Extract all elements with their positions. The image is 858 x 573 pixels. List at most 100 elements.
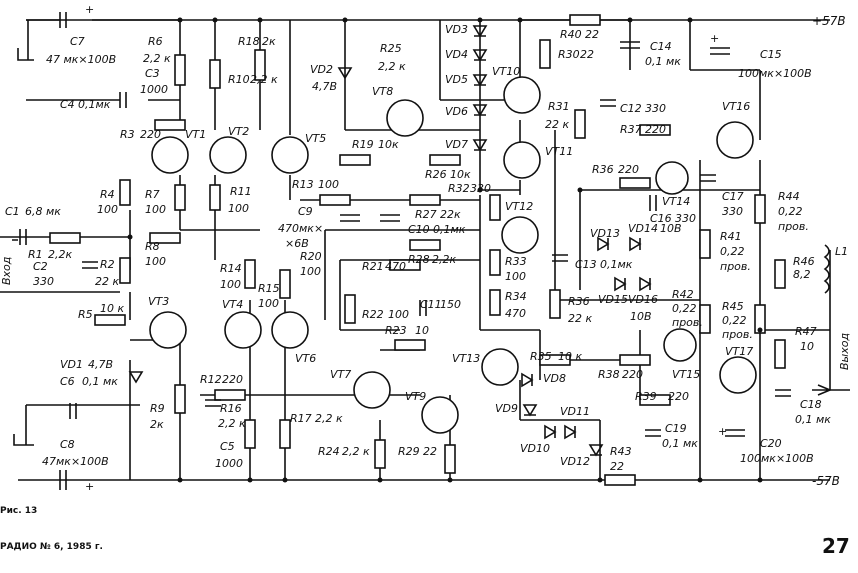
label-C8-value: 47мк×100В xyxy=(42,455,109,468)
label-VT12: VT12 xyxy=(505,200,533,213)
label-R16-value: 2,2 к xyxy=(218,417,246,430)
label-VT3: VT3 xyxy=(148,295,169,308)
label-C13-value: 0,1мк xyxy=(600,258,633,271)
label-R32-value: 330 xyxy=(470,182,491,195)
label-R2: R2 xyxy=(100,258,115,271)
label-C1: C1 xyxy=(5,205,20,218)
label-C6: C6 xyxy=(60,375,75,388)
label-R41-prov: пров. xyxy=(720,260,751,273)
label-R26-value: 10к xyxy=(450,168,471,181)
label-R28-value: 2,2к xyxy=(432,253,456,266)
label-R17-value: 2,2 к xyxy=(315,412,343,425)
label-VD14: VD14 xyxy=(628,222,658,235)
label-R24-value: 2,2 к xyxy=(342,445,370,458)
label-R26: R26 xyxy=(425,168,447,181)
label-R2-value: 22 к xyxy=(95,275,119,288)
label-R35-value: 10 к xyxy=(558,350,582,363)
label-VT10: VT10 xyxy=(492,65,520,78)
label-R39: R39 xyxy=(635,390,657,403)
label-R46: R46 xyxy=(793,255,815,268)
label-R12-value: 220 xyxy=(222,373,243,386)
label-pos-rail: +57В xyxy=(812,14,846,28)
label-C20-value: 100мк×100В xyxy=(740,452,814,465)
label-R31: R31 xyxy=(548,100,570,113)
label-R44-value: 0,22 xyxy=(778,205,803,218)
label-R1-value: 2,2к xyxy=(48,248,72,261)
label-R29-value: 22 xyxy=(423,445,437,458)
label-VT2: VT2 xyxy=(228,125,249,138)
label-R43-value: 22 xyxy=(610,460,624,473)
label-C17-value: 330 xyxy=(722,205,743,218)
label-C13: C13 xyxy=(575,258,597,271)
label-R27: R27 xyxy=(415,208,437,221)
label-R3-value: 220 xyxy=(140,128,161,141)
label-R47-value: 10 xyxy=(800,340,814,353)
journal-line: РАДИО № 6, 1985 г. xyxy=(0,542,103,552)
label-R23-value: 10 xyxy=(415,324,429,337)
label-R18: R18 xyxy=(238,35,260,48)
label-VD13: VD13 xyxy=(590,227,620,240)
label-VD1: VD1 xyxy=(60,358,83,371)
label-VT9: VT9 xyxy=(405,390,426,403)
label-neg-rail: -57В xyxy=(812,474,840,488)
label-C14-value: 0,1 мк xyxy=(645,55,681,68)
label-VD5: VD5 xyxy=(445,73,468,86)
label-C8: C8 xyxy=(60,438,75,451)
label-R45: R45 xyxy=(722,300,744,313)
output-label: Выход xyxy=(838,333,851,370)
label-plus-c8: + xyxy=(85,480,94,493)
label-plus-c7: + xyxy=(85,3,94,16)
label-C19: C19 xyxy=(665,422,687,435)
label-R8-value: 100 xyxy=(145,255,166,268)
figure-caption: Рис. 13 xyxy=(0,506,37,516)
label-C5: C5 xyxy=(220,440,235,453)
label-R15-value: 100 xyxy=(258,297,279,310)
label-VT6: VT6 xyxy=(295,352,316,365)
label-VD1-value: 4,7В xyxy=(88,358,113,371)
label-R32: R32 xyxy=(448,182,470,195)
label-R9-value: 2к xyxy=(150,418,164,431)
label-VT14: VT14 xyxy=(662,195,690,208)
label-R21-value: 470 xyxy=(385,260,406,273)
label-C9-value2: ×6В xyxy=(285,237,309,250)
label-R19: R19 xyxy=(352,138,374,151)
label-VD3: VD3 xyxy=(445,23,468,36)
component-symbols xyxy=(12,12,833,490)
label-plus-c20: + xyxy=(718,425,727,438)
label-R36b: R36 xyxy=(568,295,590,308)
label-C17: C17 xyxy=(722,190,744,203)
label-R36a-value: 220 xyxy=(618,163,639,176)
label-R20: R20 xyxy=(300,250,322,263)
label-R25: R25 xyxy=(380,42,402,55)
label-R11: R11 xyxy=(230,185,252,198)
label-VT8: VT8 xyxy=(372,85,393,98)
label-R6: R6 xyxy=(148,35,163,48)
label-R31-value: 22 к xyxy=(545,118,569,131)
label-VD11: VD11 xyxy=(560,405,590,418)
label-C4: C4 xyxy=(60,98,75,111)
label-R36b-value: 22 к xyxy=(568,312,592,325)
label-R40: R40 xyxy=(560,28,582,41)
label-C15-value: 100мк×100В xyxy=(738,67,812,80)
label-plus-c15: + xyxy=(710,32,719,45)
label-VD15: VD15 xyxy=(598,293,628,306)
label-VD10: VD10 xyxy=(520,442,550,455)
label-C9-value1: 470мк× xyxy=(278,222,323,235)
label-R37: R37 xyxy=(620,123,642,136)
label-R21: R21 xyxy=(362,260,384,273)
label-R9: R9 xyxy=(150,402,165,415)
label-VT13: VT13 xyxy=(452,352,480,365)
label-R20-value: 100 xyxy=(300,265,321,278)
label-R37-value: 220 xyxy=(645,123,666,136)
label-R28: R28 xyxy=(408,253,430,266)
label-R38-value: 220 xyxy=(622,368,643,381)
label-R22: R22 xyxy=(362,308,384,321)
label-VD12: VD12 xyxy=(560,455,590,468)
label-VD7: VD7 xyxy=(445,138,468,151)
label-R10-value: 2,2 к xyxy=(250,73,278,86)
label-R14-value: 100 xyxy=(220,278,241,291)
label-C18: C18 xyxy=(800,398,822,411)
label-C19-value: 0,1 мк xyxy=(662,437,698,450)
label-R12: R12 xyxy=(200,373,222,386)
label-VT5: VT5 xyxy=(305,132,326,145)
